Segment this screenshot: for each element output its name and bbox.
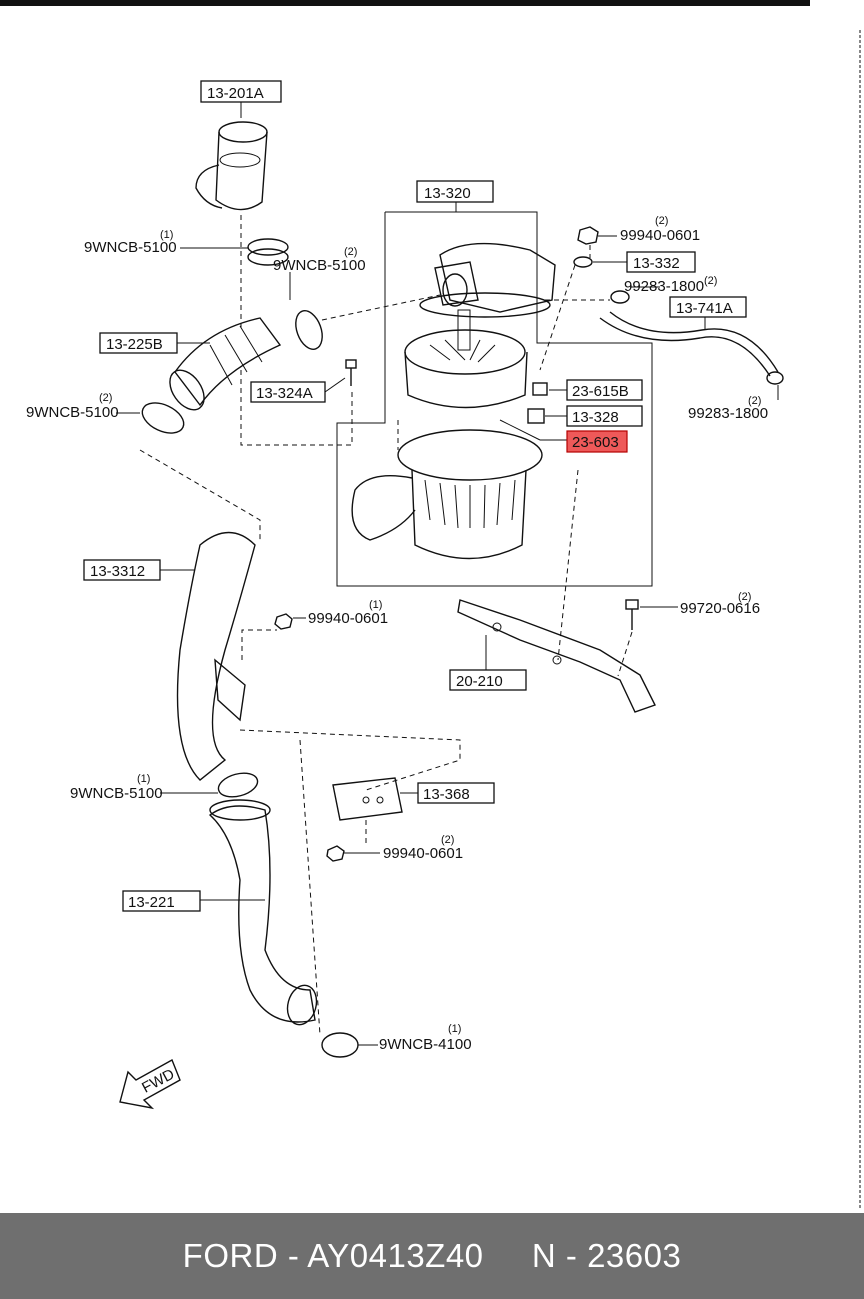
footer-bar: FORD - AY0413Z40 N - 23603 xyxy=(0,1213,864,1299)
label-99720-0616: 99720-0616 xyxy=(680,600,760,617)
air-cleaner-element xyxy=(404,309,528,409)
callout-9wncb-5100-d[interactable]: (1) 9WNCB-5100 xyxy=(70,773,163,802)
callout-13-3312[interactable]: 13-3312 xyxy=(83,559,161,581)
callout-13-201A[interactable]: 13-201A xyxy=(200,80,282,103)
callout-99283-1800-a[interactable]: (2) 99283-1800 xyxy=(624,275,717,295)
label-13-332: 13-332 xyxy=(633,255,680,272)
label-9wncb-5100-c: 9WNCB-5100 xyxy=(26,404,119,421)
callout-13-221[interactable]: 13-221 xyxy=(122,890,201,912)
clamp-c xyxy=(141,402,185,434)
callout-13-320[interactable]: 13-320 xyxy=(416,180,494,203)
label-13-324A: 13-324A xyxy=(256,385,313,402)
qty-9wncb-5100-d: (1) xyxy=(137,773,150,785)
qty-99940-0601-a: (2) xyxy=(655,215,668,227)
callout-13-332[interactable]: 13-332 xyxy=(626,251,696,273)
qty-99283-1800-a: (2) xyxy=(704,275,717,287)
callout-99940-0601-c[interactable]: (2) 99940-0601 xyxy=(383,834,463,862)
clamp-b xyxy=(295,310,323,350)
qty-9wncb-4100: (1) xyxy=(448,1023,461,1035)
label-9wncb-5100-d: 9WNCB-5100 xyxy=(70,785,163,802)
qty-99720-0616: (2) xyxy=(738,591,751,603)
callout-9wncb-5100-c[interactable]: (2) 9WNCB-5100 xyxy=(26,392,119,421)
grommet-23-615B xyxy=(532,382,548,396)
label-9wncb-4100: 9WNCB-4100 xyxy=(379,1036,472,1053)
fwd-arrow: FWD xyxy=(119,1059,181,1110)
label-13-328: 13-328 xyxy=(572,409,619,426)
label-13-3312: 13-3312 xyxy=(90,563,145,580)
label-13-201A: 13-201A xyxy=(207,85,264,102)
qty-99940-0601-c: (2) xyxy=(441,834,454,846)
footer-sep-2: - xyxy=(556,1237,588,1274)
callout-99940-0601-a[interactable]: (2) 99940-0601 xyxy=(620,215,700,244)
label-9wncb-5100-a: 9WNCB-5100 xyxy=(84,239,177,256)
label-99940-0601-c: 99940-0601 xyxy=(383,845,463,862)
top-border xyxy=(0,0,810,6)
clamp-d xyxy=(217,772,259,798)
callout-23-615B[interactable]: 23-615B xyxy=(566,379,643,401)
nut-99940-b xyxy=(274,613,293,630)
bracket-20-210 xyxy=(457,599,656,713)
bolt-13-324A xyxy=(345,359,357,386)
callout-9wncb-5100-b[interactable]: (2) 9WNCB-5100 xyxy=(273,246,366,274)
qty-9wncb-5100-a: (1) xyxy=(160,229,173,241)
callout-99940-0601-b[interactable]: (1) 99940-0601 xyxy=(308,599,388,627)
callout-13-324A[interactable]: 13-324A xyxy=(250,381,326,403)
qty-9wncb-5100-c: (2) xyxy=(99,392,112,404)
hose-13-741A xyxy=(599,311,779,377)
callout-20-210[interactable]: 20-210 xyxy=(449,669,527,691)
label-13-320: 13-320 xyxy=(424,185,471,202)
callout-23-603[interactable]: 23-603 xyxy=(566,430,628,453)
callout-99720-0616[interactable]: (2) 99720-0616 xyxy=(680,591,760,617)
qty-99940-0601-b: (1) xyxy=(369,599,382,611)
bolt-99720 xyxy=(625,599,639,630)
label-13-225B: 13-225B xyxy=(106,336,163,353)
footer-gap xyxy=(484,1237,532,1274)
hose-13-221 xyxy=(208,799,318,1026)
clamp-a xyxy=(247,238,289,266)
parts-diagram: FWD xyxy=(0,0,861,1210)
label-99283-1800-b: 99283-1800 xyxy=(688,405,768,422)
label-13-368: 13-368 xyxy=(423,786,470,803)
duct-13-3312 xyxy=(176,531,256,781)
callout-13-741A[interactable]: 13-741A xyxy=(669,296,747,318)
part-13-225B-hose xyxy=(169,317,282,411)
footer-brand: FORD xyxy=(182,1237,279,1274)
air-cleaner-cover xyxy=(419,242,556,318)
label-9wncb-5100-b: 9WNCB-5100 xyxy=(273,257,366,274)
callout-13-328[interactable]: 13-328 xyxy=(566,405,643,427)
leader-lines xyxy=(116,102,779,1046)
grommet-13-328 xyxy=(527,408,545,424)
clip-99283-a xyxy=(610,290,630,304)
callout-13-368[interactable]: 13-368 xyxy=(417,782,495,804)
relation-lines xyxy=(139,215,633,1036)
callout-9wncb-5100-a[interactable]: (1) 9WNCB-5100 xyxy=(84,229,177,256)
footer-part-number: AY0413Z40 xyxy=(307,1237,484,1274)
callout-13-225B[interactable]: 13-225B xyxy=(99,332,178,354)
part-13-201A-duct xyxy=(195,121,268,211)
footer-prefix: N xyxy=(531,1237,557,1274)
label-20-210: 20-210 xyxy=(456,673,503,690)
clamp-e xyxy=(321,1032,359,1058)
label-99940-0601-a: 99940-0601 xyxy=(620,227,700,244)
clip-99283-b xyxy=(766,371,784,385)
label-23-603: 23-603 xyxy=(572,434,619,451)
qty-9wncb-5100-b: (2) xyxy=(344,246,357,258)
qty-99283-1800-b: (2) xyxy=(748,395,761,407)
callout-9wncb-4100[interactable]: (1) 9WNCB-4100 xyxy=(379,1023,472,1053)
footer-caption: FORD - AY0413Z40 N - 23603 xyxy=(183,1237,682,1275)
footer-sep-1: - xyxy=(278,1237,308,1274)
washer-13-332 xyxy=(573,256,593,268)
label-13-221: 13-221 xyxy=(128,894,175,911)
footer-ref: 23603 xyxy=(587,1237,682,1274)
nut-99940-a xyxy=(577,226,599,245)
air-cleaner-case xyxy=(351,429,543,560)
nut-99940-c xyxy=(326,845,345,862)
assembly-frame xyxy=(336,211,653,587)
label-99283-1800-a: 99283-1800 xyxy=(624,278,704,295)
label-13-741A: 13-741A xyxy=(676,300,733,317)
bracket-13-368 xyxy=(332,777,403,821)
label-23-615B: 23-615B xyxy=(572,383,629,400)
callout-99283-1800-b[interactable]: (2) 99283-1800 xyxy=(688,395,768,422)
label-99940-0601-b: 99940-0601 xyxy=(308,610,388,627)
